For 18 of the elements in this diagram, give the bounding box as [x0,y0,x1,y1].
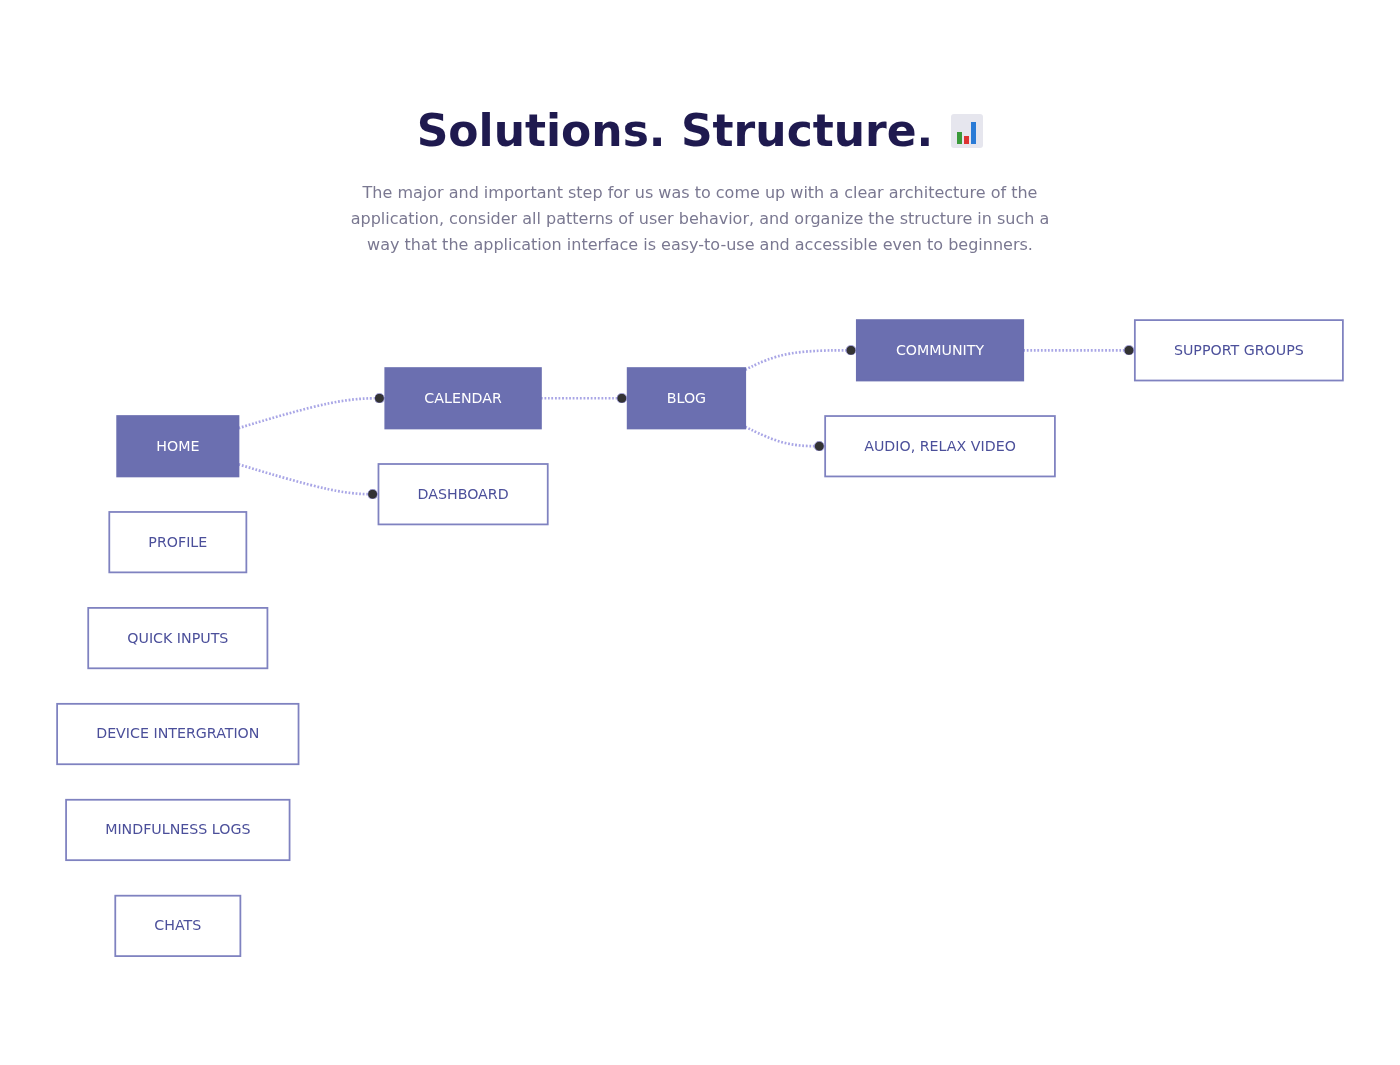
node-box: CALENDAR [384,367,542,430]
connector [744,425,826,452]
node-box: SUPPORT GROUPS [1133,319,1344,382]
connector [238,462,379,500]
node-box: CHATS [114,894,242,957]
node-box: MINDFULNESS LOGS [65,798,291,861]
node-box: COMMUNITY [855,319,1025,382]
connector [238,392,386,430]
node-box: QUICK INPUTS [87,606,269,670]
node-box: PROFILE [108,510,248,574]
description-text: The major and important step for us was to come up with a clear architecture of the application, consider all patterns of user behavior, and organize the structure in such a way that the application interface is easy-to-use and accessible even to beginners. [349,182,1051,256]
connector [1023,344,1135,356]
node-box: BLOG [626,367,747,430]
node-box: HOME [116,415,240,478]
node-box: AUDIO, RELAX VIDEO [824,415,1056,478]
title: Solutions. Structure. [416,105,934,156]
node-box: DASHBOARD [377,463,549,526]
node-box: DEVICE INTERGRATION [56,702,300,765]
